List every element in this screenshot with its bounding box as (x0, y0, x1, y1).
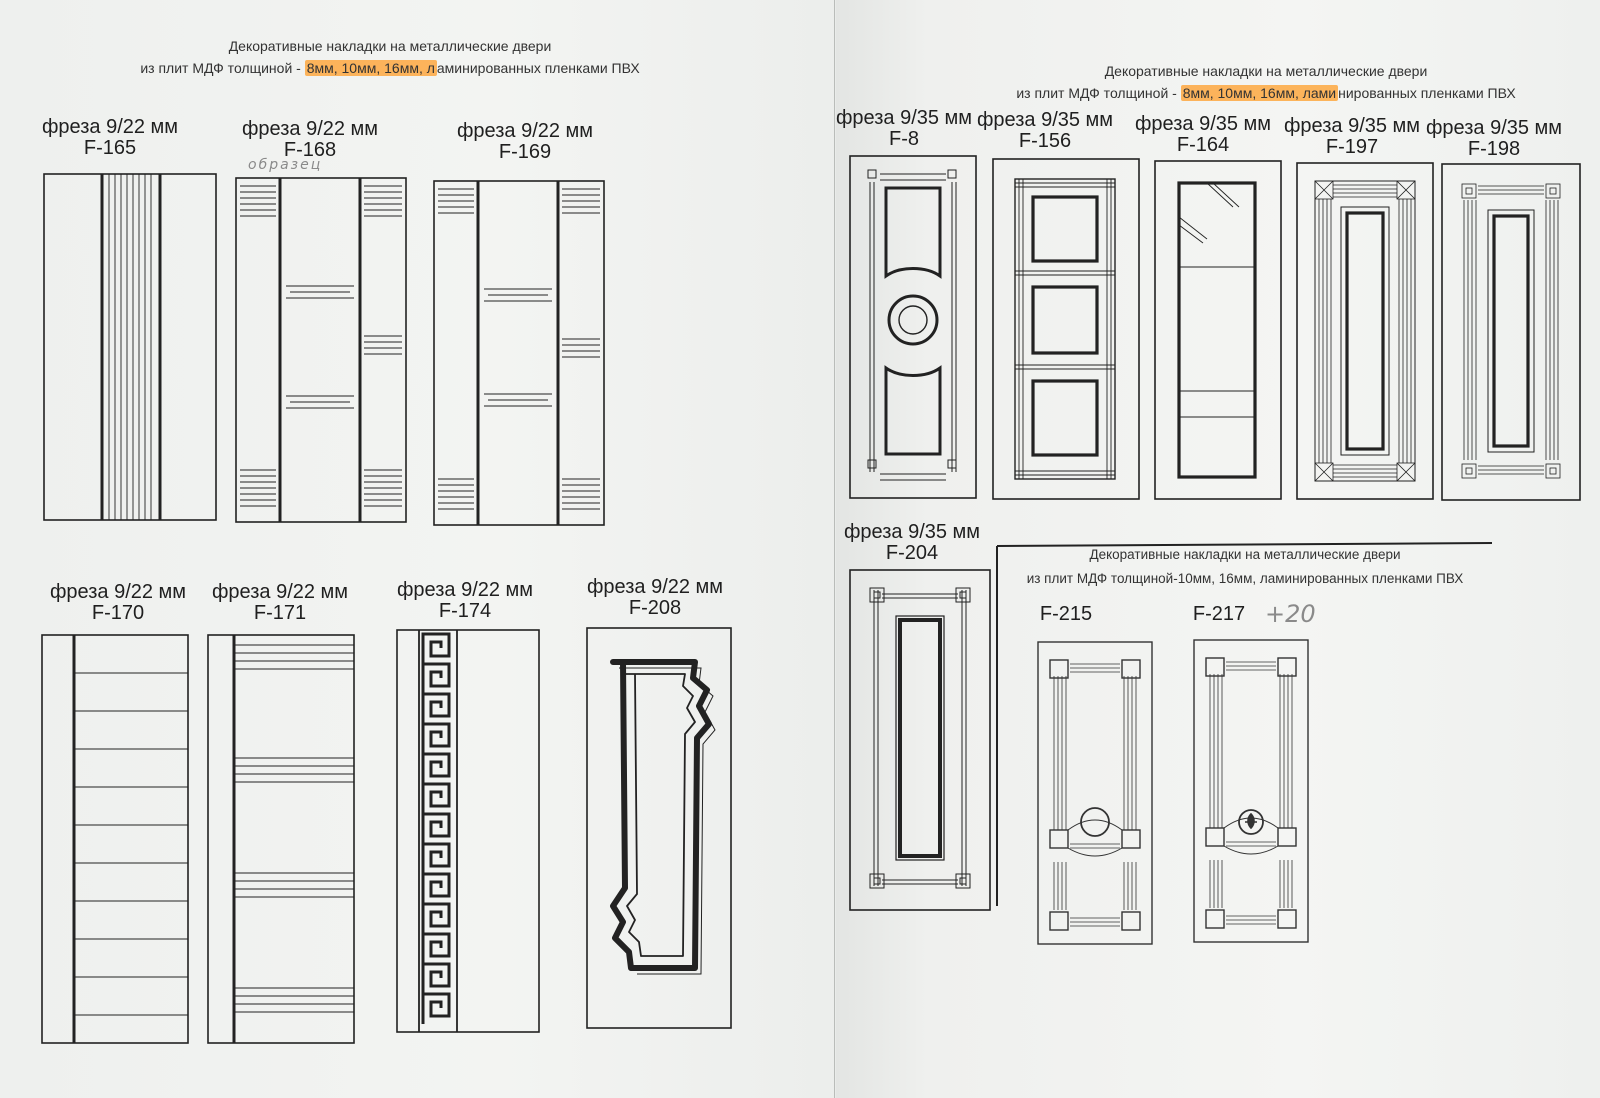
door-f164 (1154, 160, 1282, 500)
model-code: F-197 (1325, 136, 1379, 158)
meander-segment (421, 812, 451, 844)
model-code: F-164 (1176, 134, 1230, 156)
meander-segment (421, 902, 451, 934)
door-f217 (1193, 639, 1309, 943)
meander-segment (421, 752, 451, 784)
right-header-line2: из плит МДФ толщиной - 8мм, 10мм, 16мм, … (1016, 85, 1516, 101)
meander-segment (421, 872, 451, 904)
model-code: F-169 (498, 141, 552, 163)
handwritten-note-f168: образец (248, 157, 323, 173)
cutter-label: фреза 9/35 мм (976, 109, 1114, 131)
right-header-line1: Декоративные накладки на металлические д… (1104, 63, 1428, 79)
meander-segment (421, 722, 451, 754)
label-f208: фреза 9/22 мм F-208 (575, 577, 735, 619)
label-f169: фреза 9/22 мм F-169 (445, 121, 605, 163)
door-f198 (1441, 163, 1581, 501)
fleur-de-lis-icon (1245, 812, 1257, 830)
subsection-header-line2: из плит МДФ толщиной-10мм, 16мм, ламинир… (1026, 571, 1464, 586)
label-f164: фреза 9/35 мм F-164 (1123, 114, 1283, 156)
door-f165 (43, 173, 217, 521)
door-f174 (396, 629, 540, 1033)
model-code: F-8 (889, 128, 919, 150)
door-f168 (235, 177, 407, 523)
door-f170 (41, 634, 189, 1044)
cutter-label: фреза 9/35 мм (835, 107, 973, 129)
label-f204: фреза 9/35 мм F-204 (832, 522, 992, 564)
cutter-label: фреза 9/22 мм (211, 581, 349, 603)
model-code: F-198 (1467, 138, 1521, 160)
thickness-highlight: 8мм, 10мм, 16мм, л (304, 60, 437, 76)
door-f215 (1037, 641, 1153, 945)
meander-segment (421, 692, 451, 724)
cutter-label: фреза 9/35 мм (1283, 115, 1421, 137)
model-code: F-171 (253, 602, 307, 624)
subsection-header-line1: Декоративные накладки на металлические д… (1089, 547, 1401, 562)
meander-segment (421, 842, 451, 874)
model-code: F-174 (438, 600, 492, 622)
label-f171: фреза 9/22 мм F-171 (200, 582, 360, 624)
door-f204 (849, 569, 991, 911)
label-f217: F-217 (1159, 604, 1279, 625)
left-page-header: Декоративные накладки на металлические д… (60, 35, 720, 79)
cutter-label: фреза 9/22 мм (49, 581, 187, 603)
label-f170: фреза 9/22 мм F-170 (38, 582, 198, 624)
label-f197: фреза 9/35 мм F-197 (1272, 116, 1432, 158)
label-f215: F-215 (1006, 604, 1126, 625)
model-code: F-208 (628, 597, 682, 619)
cutter-label: фреза 9/35 мм (1425, 117, 1563, 139)
door-f156 (992, 158, 1140, 500)
left-header-line1: Декоративные накладки на металлические д… (228, 38, 552, 54)
greek-key-ornament (421, 632, 451, 1024)
model-code: F-156 (1018, 130, 1072, 152)
meander-segment (421, 632, 451, 664)
left-catalog-page: Декоративные накладки на металлические д… (0, 0, 835, 1098)
meander-segment (421, 932, 451, 964)
meander-segment (421, 662, 451, 694)
label-f198: фреза 9/35 мм F-198 (1414, 118, 1574, 160)
model-code: F-168 (283, 139, 337, 161)
subsection-frame (996, 542, 1493, 906)
cutter-label: фреза 9/22 мм (41, 116, 179, 138)
label-f8: фреза 9/35 мм F-8 (824, 108, 984, 150)
meander-segment (421, 992, 451, 1024)
model-code: F-217 (1192, 603, 1246, 625)
cutter-label: фреза 9/22 мм (241, 118, 379, 140)
door-f169 (433, 180, 605, 526)
left-header-line2: из плит МДФ толщиной - 8мм, 10мм, 16мм, … (140, 60, 640, 76)
door-f208 (586, 627, 732, 1029)
right-page-header: Декоративные накладки на металлические д… (1006, 60, 1526, 104)
cutter-label: фреза 9/22 мм (586, 576, 724, 598)
handwritten-note-f217: +20 (1265, 600, 1316, 628)
model-code: F-165 (83, 137, 137, 159)
meander-segment (421, 962, 451, 994)
door-f197 (1296, 162, 1434, 500)
door-f171 (207, 634, 355, 1044)
thickness-highlight: 8мм, 10мм, 16мм, лами (1180, 85, 1339, 101)
cutter-label: фреза 9/35 мм (1134, 113, 1272, 135)
model-code: F-215 (1039, 603, 1093, 625)
door-f8 (849, 155, 977, 499)
label-f165: фреза 9/22 мм F-165 (30, 117, 190, 159)
meander-segment (421, 782, 451, 814)
cutter-label: фреза 9/22 мм (396, 579, 534, 601)
right-catalog-page: Декоративные накладки на металлические д… (836, 0, 1600, 1098)
label-f168: фреза 9/22 мм F-168 (230, 119, 390, 161)
label-f174: фреза 9/22 мм F-174 (385, 580, 545, 622)
model-code: F-204 (885, 542, 939, 564)
cutter-label: фреза 9/22 мм (456, 120, 594, 142)
model-code: F-170 (91, 602, 145, 624)
subsection-header: Декоративные накладки на металлические д… (1000, 543, 1490, 591)
cutter-label: фреза 9/35 мм (843, 521, 981, 543)
label-f156: фреза 9/35 мм F-156 (965, 110, 1125, 152)
